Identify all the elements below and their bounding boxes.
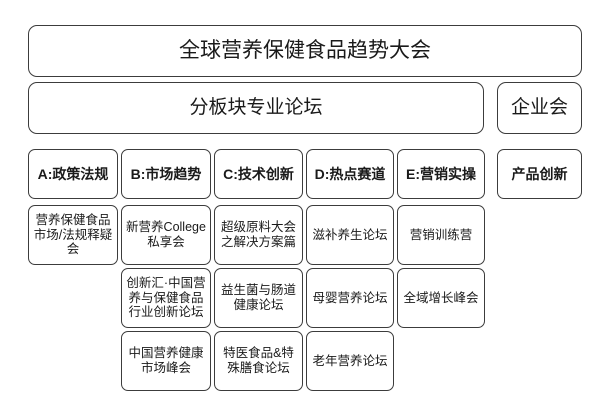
session-cell: 特医食品&特殊膳食论坛 xyxy=(214,331,303,391)
session-cell: 母婴营养论坛 xyxy=(306,268,394,328)
main-conference-title-label: 全球营养保健食品趋势大会 xyxy=(179,38,431,62)
column-header-product-innovation: 产品创新 xyxy=(497,149,582,199)
session-label: 创新汇·中国营养与保健食品行业创新论坛 xyxy=(126,275,206,320)
session-cell: 新营养College私享会 xyxy=(121,205,211,265)
session-label: 营销训练营 xyxy=(409,227,473,242)
column-header-e-label: E:营销实操 xyxy=(406,165,476,182)
enterprise-meeting-box: 企业会 xyxy=(497,82,582,134)
session-label: 滋补养生论坛 xyxy=(312,227,388,242)
session-cell: 创新汇·中国营养与保健食品行业创新论坛 xyxy=(121,268,211,328)
session-label: 老年营养论坛 xyxy=(312,353,388,368)
column-header-b: B:市场趋势 xyxy=(121,149,211,199)
column-header-a-label: A:政策法规 xyxy=(37,165,109,182)
session-label: 新营养College私享会 xyxy=(126,220,206,249)
column-header-product-innovation-label: 产品创新 xyxy=(511,165,568,182)
column-header-d: D:热点赛道 xyxy=(306,149,394,199)
session-label: 中国营养健康市场峰会 xyxy=(128,346,204,375)
session-cell: 营销训练营 xyxy=(397,205,485,265)
session-cell: 滋补养生论坛 xyxy=(306,205,394,265)
session-label: 特医食品&特殊膳食论坛 xyxy=(223,346,294,375)
session-cell: 益生菌与肠道健康论坛 xyxy=(214,268,303,328)
sub-forum-group-label: 分板块专业论坛 xyxy=(189,96,323,118)
column-header-b-label: B:市场趋势 xyxy=(130,165,202,182)
session-cell: 中国营养健康市场峰会 xyxy=(121,331,211,391)
main-conference-title-box: 全球营养保健食品趋势大会 xyxy=(28,25,582,77)
session-cell: 超级原料大会之解决方案篇 xyxy=(214,205,303,265)
column-header-a: A:政策法规 xyxy=(28,149,118,199)
column-header-c-label: C:技术创新 xyxy=(223,165,294,182)
column-header-d-label: D:热点赛道 xyxy=(314,165,386,182)
column-header-e: E:营销实操 xyxy=(397,149,485,199)
session-cell: 全域增长峰会 xyxy=(397,268,485,328)
session-label: 超级原料大会之解决方案篇 xyxy=(220,220,296,249)
session-cell: 营养保健食品市场/法规释疑会 xyxy=(28,205,118,265)
session-label: 营养保健食品市场/法规释疑会 xyxy=(33,212,113,257)
session-cell: 老年营养论坛 xyxy=(306,331,394,391)
session-label: 全域增长峰会 xyxy=(403,290,479,305)
column-header-c: C:技术创新 xyxy=(214,149,303,199)
sub-forum-group-box: 分板块专业论坛 xyxy=(28,82,484,134)
session-label: 益生菌与肠道健康论坛 xyxy=(220,283,296,312)
enterprise-meeting-label: 企业会 xyxy=(510,96,568,118)
session-label: 母婴营养论坛 xyxy=(312,290,388,305)
